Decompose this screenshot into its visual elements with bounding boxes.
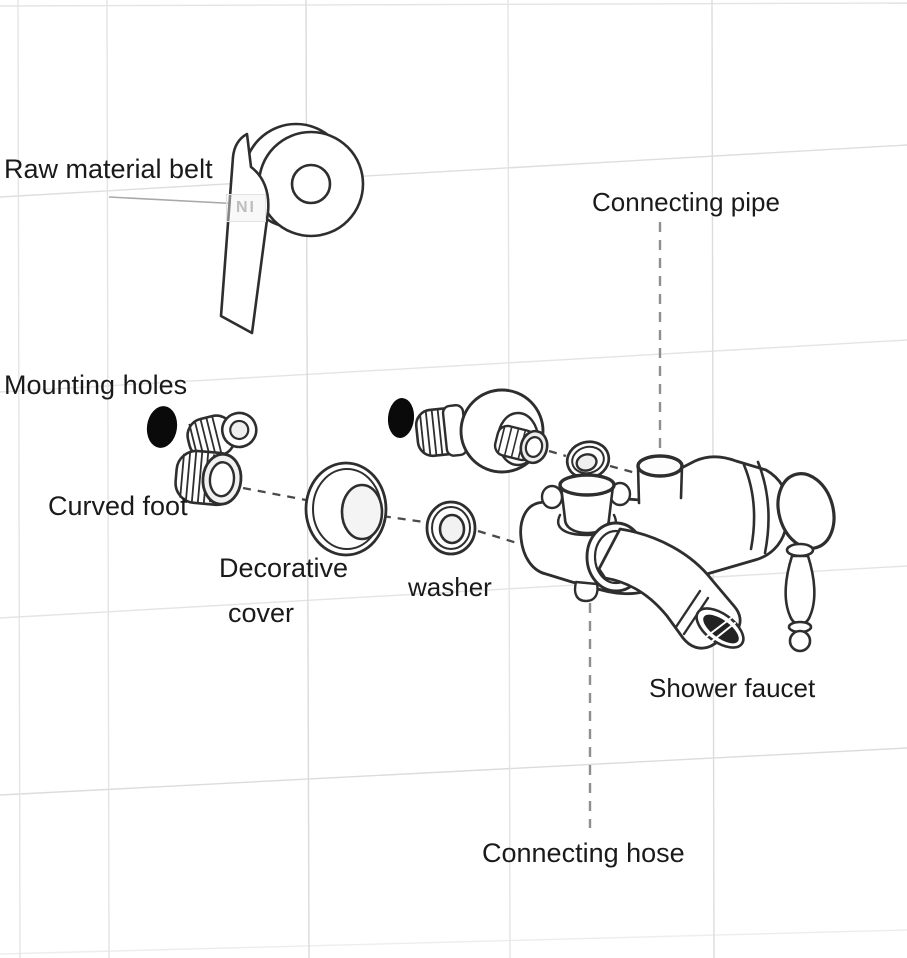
label-connecting-hose: Connecting hose xyxy=(482,838,685,868)
small-washer-icon xyxy=(565,440,611,480)
label-mounting-holes: Mounting holes xyxy=(4,370,188,400)
alignment-dashes-middle xyxy=(548,449,637,475)
label-washer: washer xyxy=(408,572,492,602)
label-shower-faucet: Shower faucet xyxy=(649,673,816,703)
watermark: NI xyxy=(226,194,266,222)
faucet-right-inlet xyxy=(636,454,684,505)
faucet-inlet-ear-left xyxy=(540,484,564,510)
curved-foot-lower-icon xyxy=(174,449,243,507)
label-connecting-pipe: Connecting pipe xyxy=(592,187,780,217)
shower-faucet-icon xyxy=(519,454,836,653)
label-leader-line xyxy=(108,196,243,205)
washer-icon xyxy=(425,500,477,556)
mounting-hole-left-icon xyxy=(146,406,178,448)
faucet-valve-cap xyxy=(776,472,836,550)
eccentric-connector-icon xyxy=(414,388,549,474)
alignment-dashes-left xyxy=(242,486,518,545)
label-raw-material-belt: Raw material belt xyxy=(4,154,213,184)
mounting-hole-right-icon xyxy=(387,398,415,438)
label-curved-foot: Curved foot xyxy=(48,491,188,521)
faucet-spout xyxy=(597,527,745,650)
tape-roll-icon xyxy=(219,122,365,335)
label-decorative: Decorative xyxy=(219,553,349,583)
label-cover: cover xyxy=(228,598,295,628)
faucet-valve-rings xyxy=(742,460,770,555)
decorative-cover-icon xyxy=(304,461,388,557)
faucet-hose-tab xyxy=(573,580,599,603)
faucet-left-inlet xyxy=(557,473,617,537)
faucet-handle xyxy=(784,542,816,653)
